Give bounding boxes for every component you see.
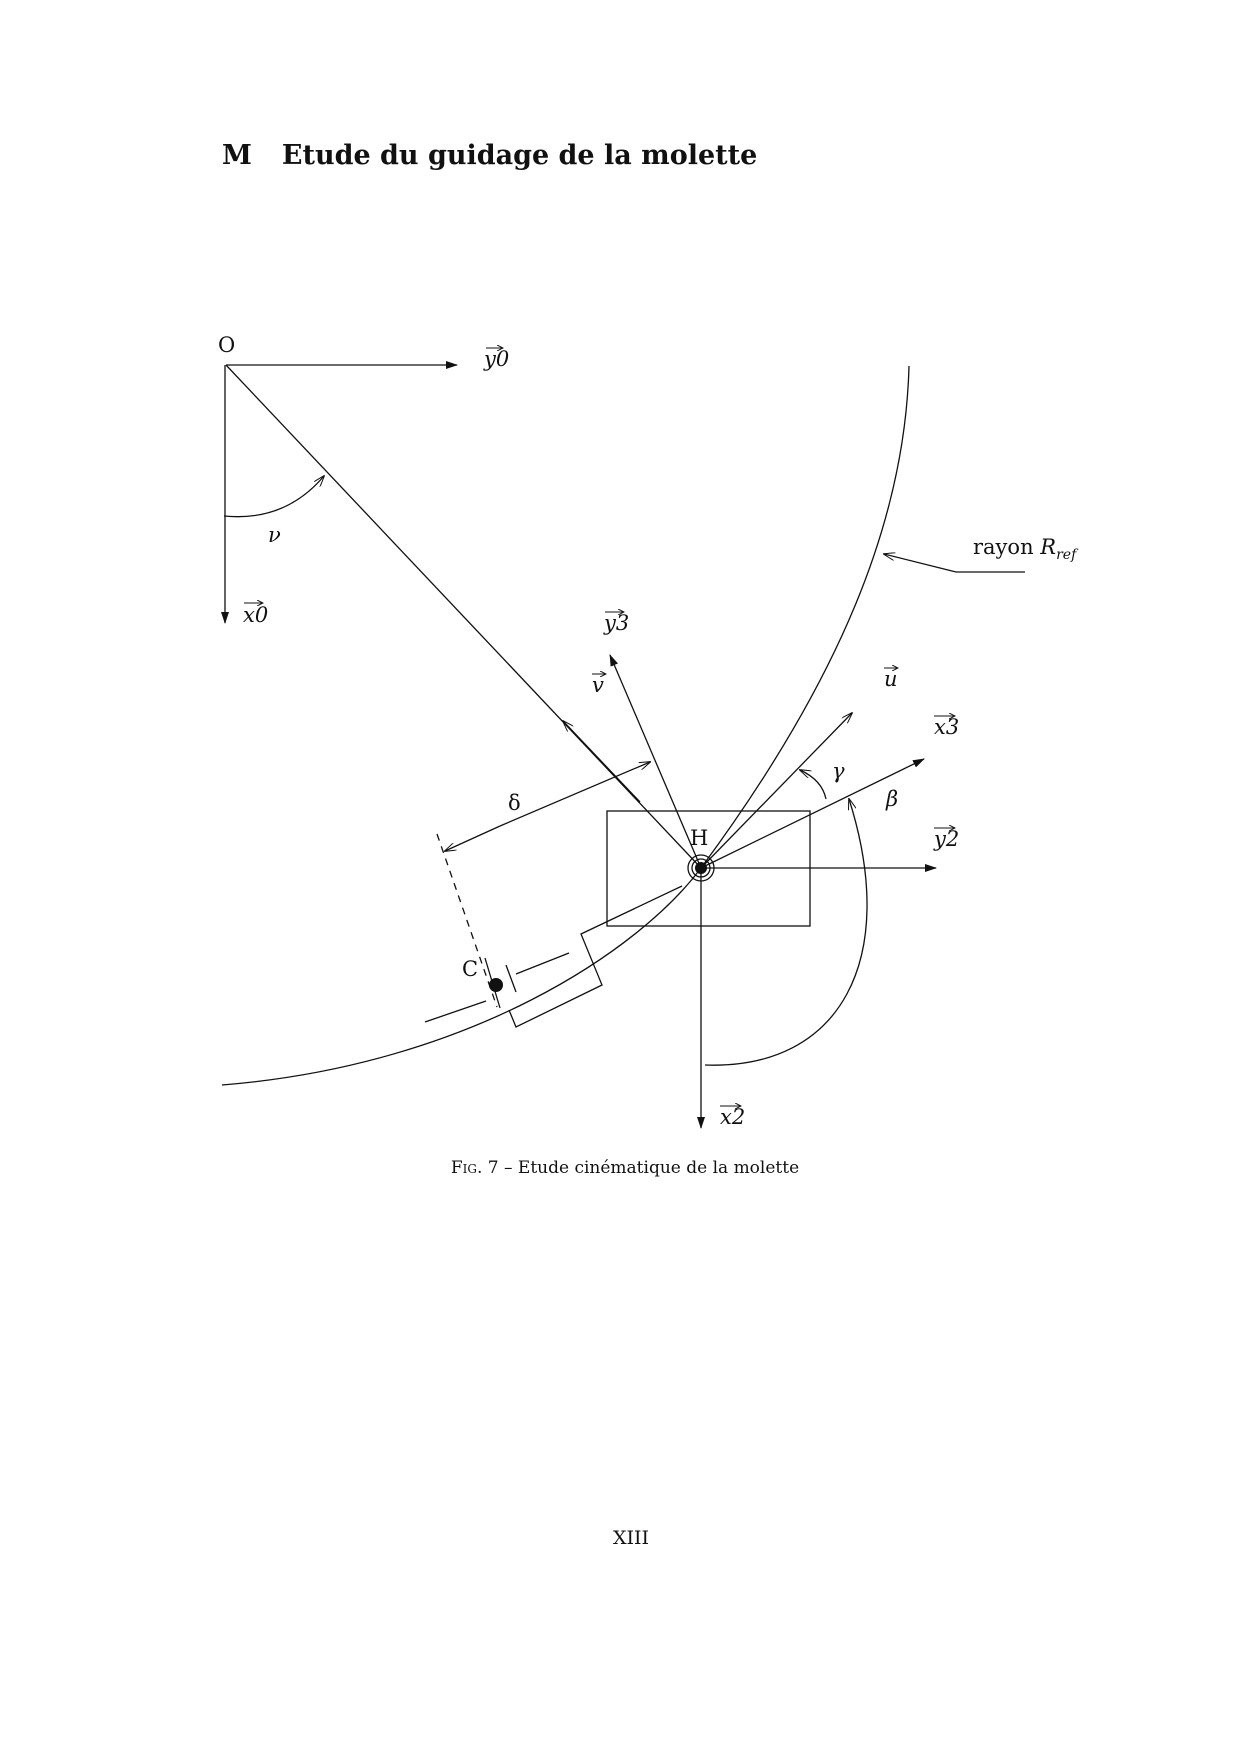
page-number: XIII <box>612 1527 650 1549</box>
nu-arc <box>223 476 324 518</box>
label-y3: y3 <box>603 611 629 635</box>
label-x2: x2 <box>720 1105 745 1129</box>
point-c <box>489 978 503 992</box>
beta-arc <box>704 799 868 1066</box>
label-x3: x3 <box>934 715 959 739</box>
label-o: O <box>218 333 235 357</box>
oh-line <box>225 364 702 869</box>
label-beta: β <box>885 787 898 811</box>
label-c: C <box>462 957 478 981</box>
v-arrow <box>563 721 641 803</box>
u-arrow <box>700 713 852 869</box>
label-u: u <box>884 667 898 691</box>
section-number: M <box>222 140 252 171</box>
label-h: H <box>690 826 708 850</box>
label-delta: δ <box>508 791 521 815</box>
reference-curve <box>221 365 910 1086</box>
figure-caption: Fig. 7 – Etude cinématique de la molette <box>0 1158 1240 1178</box>
x3-axis <box>700 758 925 869</box>
dashed-line <box>436 833 498 1008</box>
y3-axis <box>609 654 702 869</box>
label-y2: y2 <box>933 827 959 851</box>
label-v: v <box>592 673 604 697</box>
caption-text: – Etude cinématique de la molette <box>498 1158 800 1178</box>
label-nu: ν <box>268 523 281 547</box>
section-title: Etude du guidage de la molette <box>281 140 758 171</box>
section-heading: M Etude du guidage de la molette <box>222 140 757 171</box>
bearing-body <box>508 885 683 1028</box>
gamma-arc <box>800 770 827 800</box>
label-rayon: rayon Rref <box>973 535 1079 563</box>
pivot-outer <box>687 854 715 882</box>
delta-dimension <box>499 762 650 827</box>
figure-number: Fig. 7 <box>450 1158 499 1178</box>
label-y0: y0 <box>483 347 509 371</box>
rayon-leader <box>884 554 957 573</box>
point-h <box>695 862 707 874</box>
label-gamma: γ <box>832 759 845 783</box>
carriage-rectangle <box>606 810 811 927</box>
label-x0: x0 <box>243 603 268 627</box>
